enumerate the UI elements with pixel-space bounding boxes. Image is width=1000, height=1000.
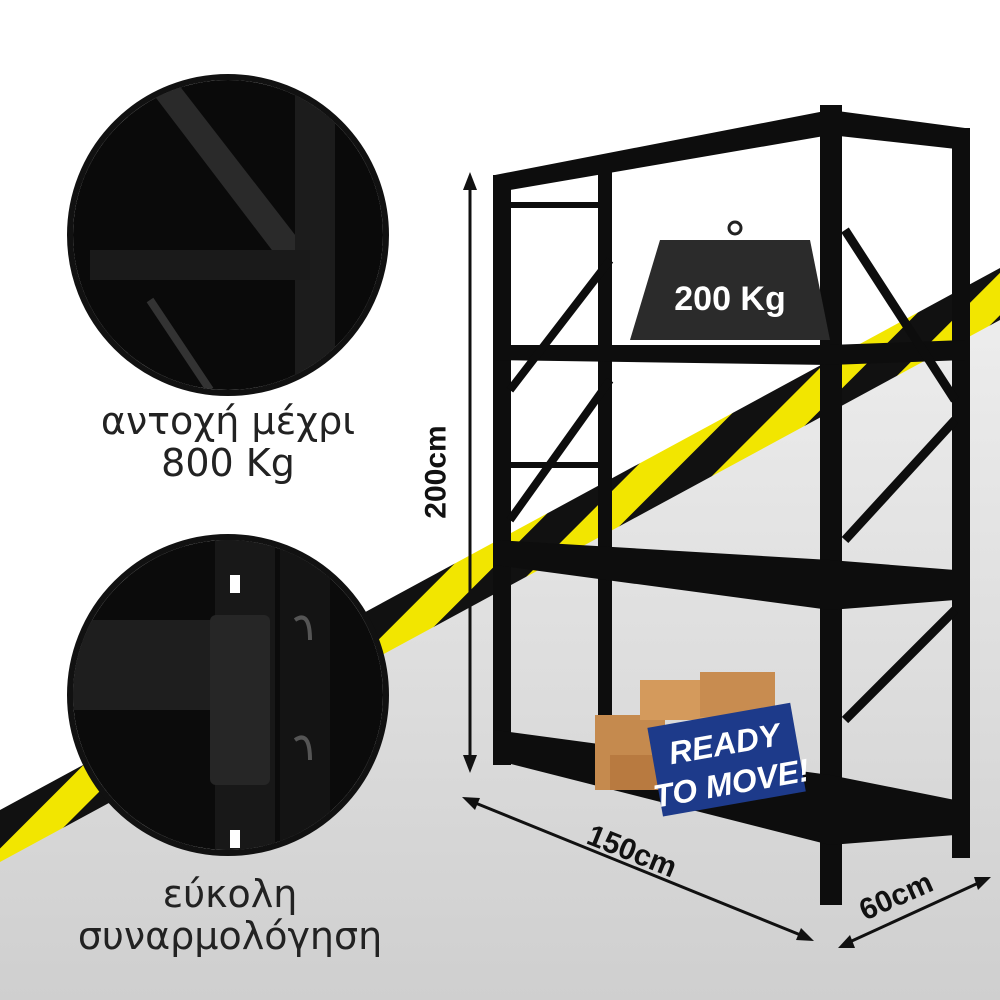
feature-label-strength: αντοχή μέχρι 800 Kg (100, 399, 356, 485)
detail-circle-bracket (67, 534, 389, 856)
weight-label: 200 Kg (674, 280, 786, 318)
feature-label-assembly: εύκολη συναρμολόγηση (77, 872, 383, 958)
height-dimension: 200cm (419, 425, 453, 519)
weight-icon (630, 220, 830, 340)
detail-circle-joint (67, 74, 389, 396)
dimension-arrows (462, 172, 991, 948)
ready-badge: READY TO MOVE! (647, 702, 812, 817)
